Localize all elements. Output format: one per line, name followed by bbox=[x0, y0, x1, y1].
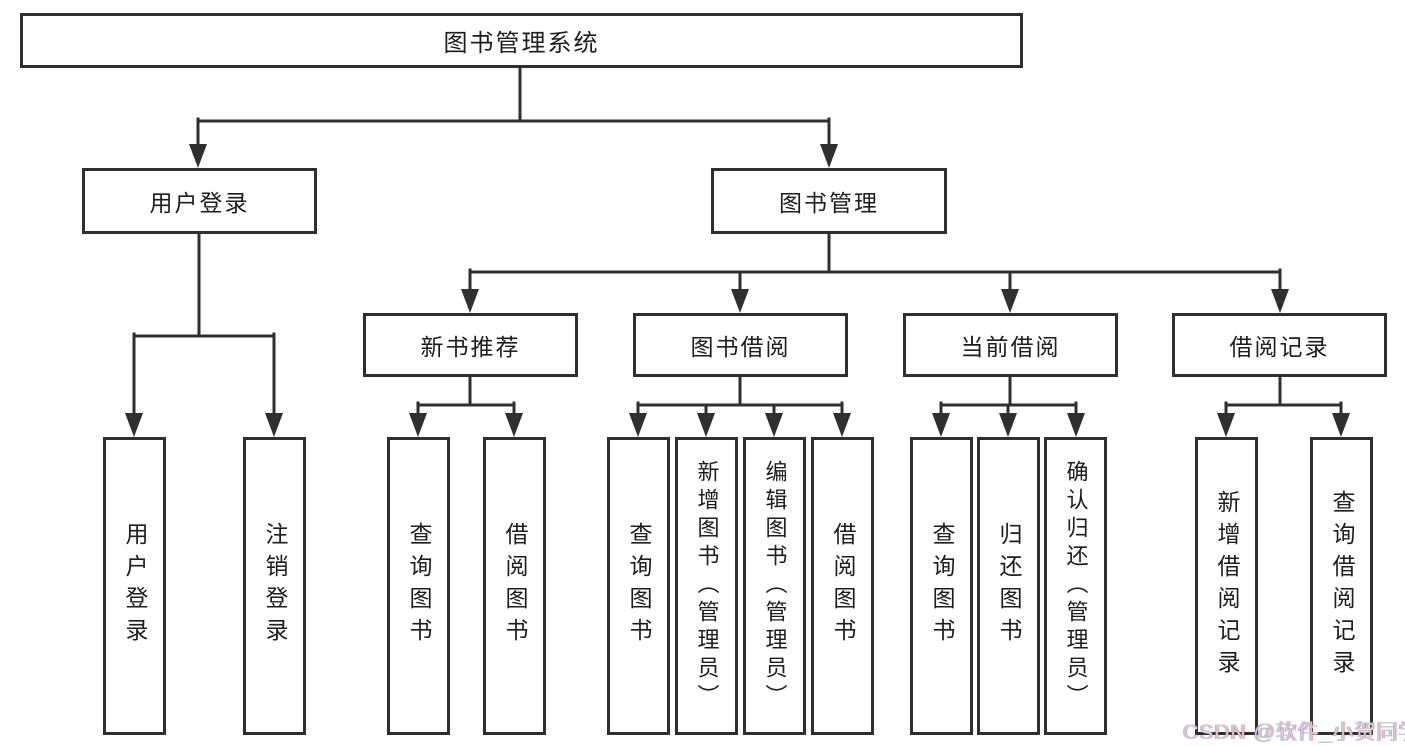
leaf-logout: 注销登录 bbox=[243, 437, 306, 735]
node-root-system: 图书管理系统 bbox=[20, 13, 1023, 68]
csdn-watermark: CSDN @软件_小贺同学 bbox=[1183, 721, 1405, 744]
leaf-return-book: 归还图书 bbox=[977, 437, 1040, 735]
leaf-add-borrow-record: 新增借阅记录 bbox=[1195, 437, 1258, 735]
node-label: 用户登录 bbox=[122, 522, 148, 650]
node-label: 查询图书 bbox=[626, 522, 652, 650]
arrowheads bbox=[125, 144, 1350, 437]
node-book-management: 图书管理 bbox=[711, 168, 947, 234]
leaf-query-books-recommend: 查询图书 bbox=[387, 437, 450, 735]
node-label: 新增借阅记录 bbox=[1214, 490, 1240, 682]
connector-currentborrow-to-leaves bbox=[939, 375, 1078, 420]
connector-bookborrow-to-leaves bbox=[636, 375, 844, 420]
leaf-user-login: 用户登录 bbox=[103, 437, 166, 735]
node-book-borrow: 图书借阅 bbox=[633, 313, 848, 377]
node-label: 归还图书 bbox=[996, 522, 1022, 650]
leaf-query-books-borrow: 查询图书 bbox=[607, 437, 670, 735]
node-label: 新增图书（管理员） bbox=[694, 460, 720, 712]
node-label: 借阅图书 bbox=[830, 522, 856, 650]
connector-root-to-l2 bbox=[196, 66, 831, 153]
node-label: 用户登录 bbox=[149, 190, 250, 216]
node-user-login: 用户登录 bbox=[82, 168, 317, 234]
node-label: 注销登录 bbox=[262, 522, 288, 650]
node-label: 图书管理系统 bbox=[443, 30, 600, 57]
node-label: 确认归还（管理员） bbox=[1063, 460, 1089, 712]
node-label: 新书推荐 bbox=[420, 334, 521, 360]
leaf-query-books-current: 查询图书 bbox=[910, 437, 973, 735]
leaf-confirm-return-admin: 确认归还（管理员） bbox=[1044, 437, 1107, 735]
node-label: 借阅记录 bbox=[1229, 334, 1330, 360]
node-label: 当前借阅 bbox=[960, 334, 1061, 360]
node-label: 查询图书 bbox=[929, 522, 955, 650]
connector-bookmgmt-to-l3 bbox=[468, 232, 1282, 297]
leaf-edit-book-admin: 编辑图书（管理员） bbox=[743, 437, 806, 735]
leaf-query-borrow-record: 查询借阅记录 bbox=[1310, 437, 1373, 735]
leaf-borrow-books-recommend: 借阅图书 bbox=[483, 437, 546, 735]
connector-userlogin-to-leaves bbox=[132, 232, 276, 420]
node-borrow-records: 借阅记录 bbox=[1172, 313, 1387, 377]
node-label: 编辑图书（管理员） bbox=[762, 460, 788, 712]
node-label: 图书管理 bbox=[779, 190, 879, 216]
node-current-borrow: 当前借阅 bbox=[903, 313, 1118, 377]
leaf-borrow-books: 借阅图书 bbox=[811, 437, 874, 735]
node-label: 查询借阅记录 bbox=[1329, 490, 1355, 682]
leaf-add-book-admin: 新增图书（管理员） bbox=[675, 437, 738, 735]
node-new-book-recommend: 新书推荐 bbox=[363, 313, 578, 377]
node-label: 图书借阅 bbox=[690, 334, 791, 360]
node-label: 借阅图书 bbox=[502, 522, 528, 650]
connector-records-to-leaves bbox=[1224, 375, 1343, 420]
node-label: 查询图书 bbox=[406, 522, 432, 650]
connector-newbook-to-leaves bbox=[416, 375, 516, 420]
